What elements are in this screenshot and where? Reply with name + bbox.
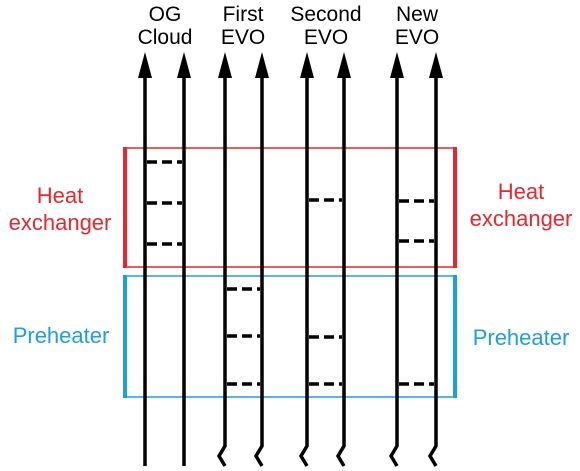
second-evo-left-line	[298, 70, 309, 467]
preheater-box	[123, 275, 457, 398]
new-evo-right-line	[427, 70, 438, 467]
heat-exchanger-region	[123, 147, 457, 268]
og-cloud-left-arrowhead	[138, 52, 152, 78]
heat-exchanger-box	[123, 147, 457, 268]
first-evo-right-arrowhead	[255, 52, 269, 78]
preheater-label-right: Preheater	[472, 325, 570, 350]
heat-exchanger-label-left: Heat exchanger	[8, 183, 112, 235]
heat-exchanger-label-right: Heat exchanger	[469, 179, 573, 231]
first-evo-right-line	[253, 70, 264, 467]
new-evo-right-arrowhead	[429, 52, 443, 78]
column-first-evo	[216, 52, 269, 467]
second-evo-right-arrowhead	[337, 52, 351, 78]
preheater-region	[123, 275, 457, 398]
new-evo-left-arrowhead	[390, 52, 404, 78]
column-second-evo	[298, 52, 351, 467]
column-label-og-cloud: OG Cloud	[137, 3, 193, 49]
column-new-evo	[388, 52, 443, 467]
column-label-first-evo: First EVO	[220, 3, 266, 49]
column-og-cloud	[138, 52, 191, 466]
first-evo-left-arrowhead	[218, 52, 232, 78]
preheater-label-left: Preheater	[12, 323, 110, 348]
og-cloud-right-arrowhead	[177, 52, 191, 78]
column-label-second-evo: Second EVO	[290, 3, 362, 49]
first-evo-left-line	[216, 70, 227, 467]
second-evo-left-arrowhead	[300, 52, 314, 78]
new-evo-left-line	[388, 70, 399, 467]
column-label-new-evo: New EVO	[394, 3, 440, 49]
second-evo-right-line	[335, 70, 346, 467]
